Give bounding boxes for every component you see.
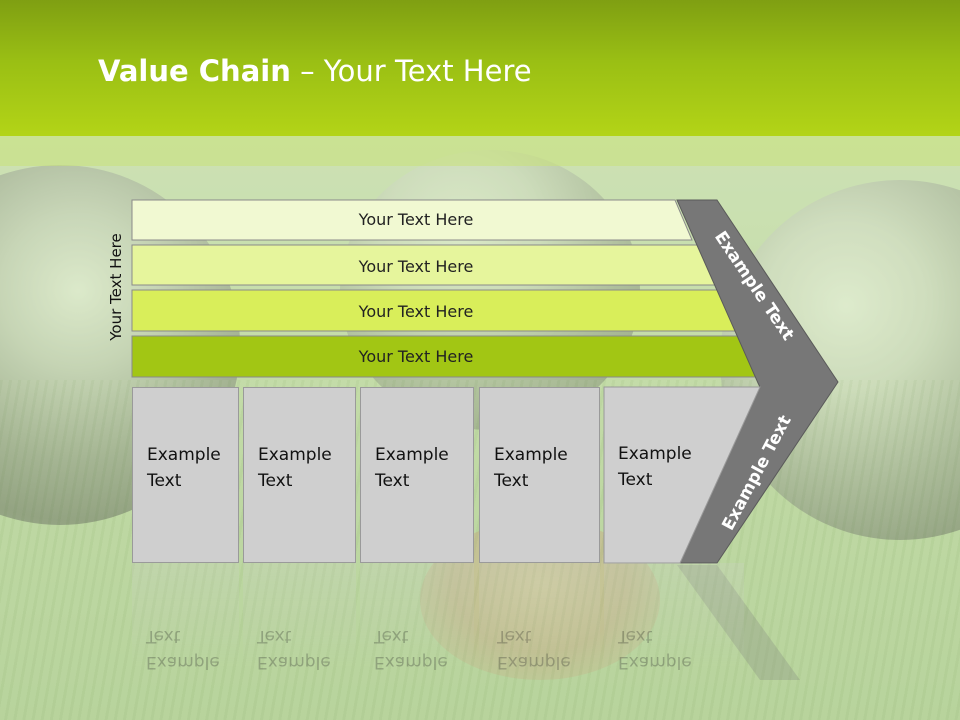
reflection-text-2: Example Text bbox=[257, 626, 331, 672]
column-1[interactable]: Example Text bbox=[132, 387, 239, 563]
row-1-label: Your Text Here bbox=[358, 209, 474, 229]
column-5-text: Example Text bbox=[618, 444, 692, 490]
column-1-text: Example Text bbox=[147, 445, 221, 491]
row-1[interactable]: Your Text Here bbox=[132, 199, 700, 239]
row-4-label: Your Text Here bbox=[358, 346, 474, 366]
reflection-text-5: Example Text bbox=[618, 626, 692, 672]
column-2[interactable]: Example Text bbox=[243, 387, 356, 563]
column-3-text: Example Text bbox=[375, 445, 449, 491]
column-reflections: Example Text Example Text Example Text E… bbox=[132, 563, 752, 673]
row-2-label: Your Text Here bbox=[358, 256, 474, 276]
slide-title[interactable]: Value Chain – Your Text Here bbox=[98, 54, 532, 88]
row-2[interactable]: Your Text Here bbox=[132, 246, 700, 286]
column-shape-5-wedge bbox=[603, 386, 761, 564]
row-3-label: Your Text Here bbox=[358, 301, 474, 321]
title-bold: Value Chain bbox=[98, 54, 291, 88]
column-2-text: Example Text bbox=[258, 445, 332, 491]
chevron-arrow[interactable] bbox=[676, 199, 839, 564]
title-rest: – Your Text Here bbox=[290, 54, 532, 88]
reflection-text-4: Example Text bbox=[497, 626, 571, 672]
column-4[interactable]: Example Text bbox=[479, 387, 600, 563]
column-3[interactable]: Example Text bbox=[360, 387, 474, 563]
reflection-text-3: Example Text bbox=[374, 626, 448, 672]
header-band bbox=[0, 136, 960, 166]
row-4[interactable]: Your Text Here bbox=[132, 336, 700, 376]
header-bar bbox=[0, 0, 960, 136]
row-3[interactable]: Your Text Here bbox=[132, 291, 700, 331]
column-4-text: Example Text bbox=[494, 445, 568, 491]
column-5[interactable]: Example Text bbox=[604, 387, 692, 563]
row-shape-1[interactable] bbox=[131, 199, 693, 241]
reflection-text-1: Example Text bbox=[146, 626, 220, 672]
chevron-reflection bbox=[677, 565, 800, 680]
